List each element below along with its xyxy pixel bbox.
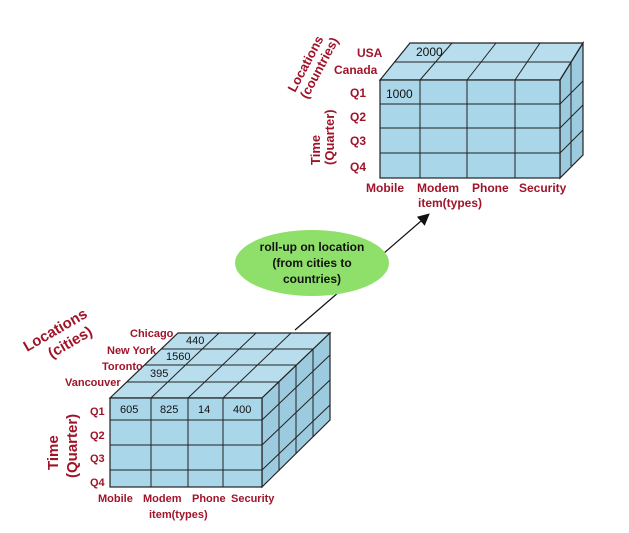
top-quarter-q2: Q2 <box>350 110 366 124</box>
rollup-line-1: roll-up on location <box>260 240 365 254</box>
top-cube-front-face <box>379 79 561 179</box>
bottom-locations-axis-label: Locations (cities) <box>21 303 103 371</box>
top-quarter-q4: Q4 <box>350 160 366 174</box>
bottom-item-axis-label: item(types) <box>149 509 208 521</box>
bottom-quarter-q2: Q2 <box>90 430 105 442</box>
top-time-line2: (Quarter) <box>322 109 337 165</box>
bottom-newyork-value: 1560 <box>166 351 190 363</box>
bottom-item-phone: Phone <box>192 493 226 505</box>
bottom-q1-phone-value: 14 <box>198 404 210 416</box>
city-label-vancouver: Vancouver <box>65 377 121 389</box>
bottom-q1-mobile-value: 605 <box>120 404 138 416</box>
bottom-item-modem: Modem <box>143 493 182 505</box>
top-quarter-q3: Q3 <box>350 134 366 148</box>
city-label-toronto: Toronto <box>102 361 143 373</box>
bottom-time-axis-label: Time (Quarter) <box>45 414 81 478</box>
country-label-canada: Canada <box>334 63 378 77</box>
country-label-usa: USA <box>357 46 383 60</box>
bottom-item-mobile: Mobile <box>98 493 133 505</box>
top-cube-usa-value: 2000 <box>416 45 443 59</box>
rollup-line-3: countries) <box>283 272 341 286</box>
bottom-q1-modem-value: 825 <box>160 404 178 416</box>
bottom-toronto-value: 395 <box>150 368 168 380</box>
bottom-quarter-q3: Q3 <box>90 453 105 465</box>
top-item-axis-label: item(types) <box>418 196 482 210</box>
top-cube: 2000 1000 USA Canada Q1 Q2 Q3 Q4 Mobile … <box>284 28 585 210</box>
top-locations-axis-label: Locations (countries) <box>284 28 341 101</box>
rollup-line-2: (from cities to <box>272 256 351 270</box>
bottom-time-line1: Time <box>45 435 62 470</box>
top-item-security: Security <box>519 181 567 195</box>
bottom-item-security: Security <box>231 493 275 505</box>
bottom-time-line2: (Quarter) <box>64 414 81 478</box>
bottom-quarter-q4: Q4 <box>90 477 106 489</box>
rollup-ellipse <box>235 230 389 296</box>
top-time-line1: Time <box>308 135 323 165</box>
city-label-newyork: New York <box>107 345 157 357</box>
top-quarter-q1: Q1 <box>350 86 366 100</box>
top-time-axis-label: Time (Quarter) <box>308 109 337 165</box>
top-cube-q1-value: 1000 <box>386 87 413 101</box>
city-label-chicago: Chicago <box>130 328 174 340</box>
bottom-q1-security-value: 400 <box>233 404 251 416</box>
top-item-mobile: Mobile <box>366 181 404 195</box>
bottom-cube: 440 1560 395 605 825 14 400 Chicago New … <box>21 303 332 521</box>
top-item-phone: Phone <box>472 181 509 195</box>
bottom-quarter-q1: Q1 <box>90 406 105 418</box>
bottom-chicago-value: 440 <box>186 335 204 347</box>
top-item-modem: Modem <box>417 181 459 195</box>
bottom-cube-front-face <box>109 397 263 488</box>
